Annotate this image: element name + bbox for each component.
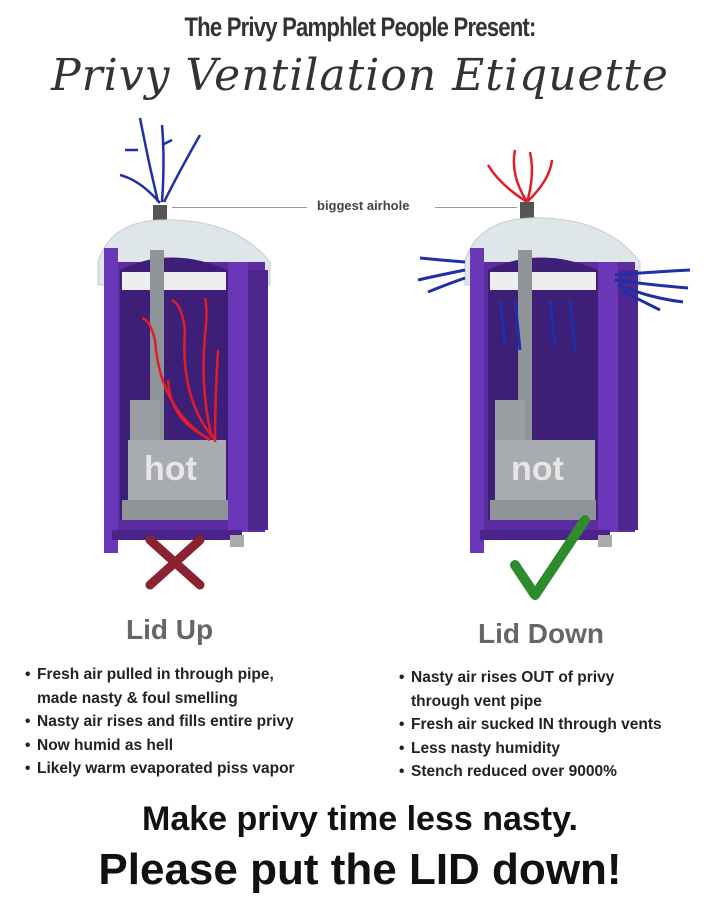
lid-up-heading: Lid Up: [126, 614, 214, 645]
footer-tagline: Make privy time less nasty.: [142, 800, 578, 838]
presenter-heading: The Privy Pamphlet People Present:: [184, 12, 536, 42]
privy-lid-up-illustration: [97, 117, 271, 590]
fresh-air-arrows-in: [119, 117, 202, 204]
list-item: Fresh air sucked IN through vents: [399, 713, 662, 737]
check-mark-icon: [510, 515, 590, 600]
list-item: Nasty air rises and fills entire privy: [25, 710, 295, 734]
airhole-label: biggest airhole: [317, 198, 410, 213]
x-mark-icon: [145, 535, 205, 590]
list-item: Fresh air pulled in through pipe,made na…: [25, 663, 295, 710]
lid-down-heading: Lid Down: [478, 618, 604, 649]
lid-up-bullet-list: Fresh air pulled in through pipe,made na…: [25, 663, 295, 781]
page-title: Privy Ventilation Etiquette: [51, 50, 669, 101]
list-item: Likely warm evaporated piss vapor: [25, 757, 295, 781]
airhole-pointer-left: [172, 207, 307, 208]
airhole-pointer-right: [435, 207, 517, 208]
nasty-air-arrows-out: [486, 149, 554, 204]
list-item: Now humid as hell: [25, 734, 295, 758]
list-item: Less nasty humidity: [399, 737, 662, 761]
footer-call-to-action: Please put the LID down!: [98, 845, 622, 894]
not-overlay-label: not: [511, 450, 564, 488]
privy-lid-down-illustration: [417, 149, 691, 600]
privy-diagram: [97, 117, 691, 600]
nasty-air-arrows: [141, 297, 220, 443]
hot-overlay-label: hot: [144, 450, 197, 488]
fresh-air-arrows-vents: [417, 256, 691, 351]
list-item: Stench reduced over 9000%: [399, 760, 662, 784]
